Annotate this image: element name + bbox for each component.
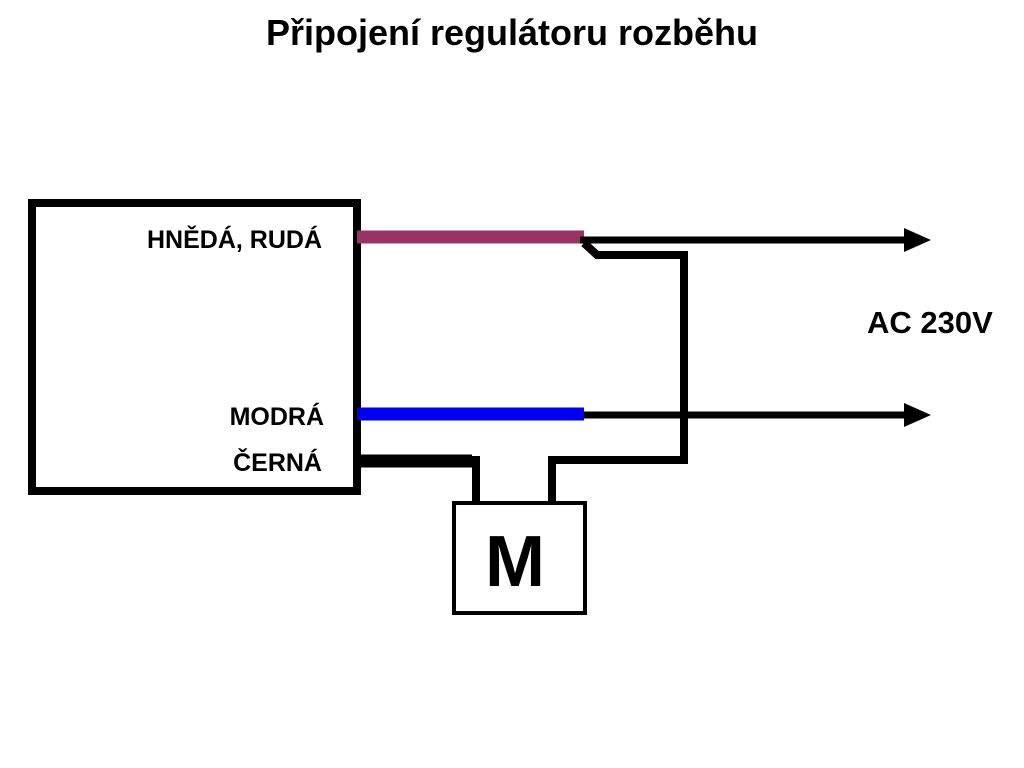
motor-box <box>452 501 587 615</box>
regulator-box <box>28 199 361 495</box>
supply-voltage-label: AC 230V <box>867 305 993 340</box>
ac-line-top-arrowhead-icon <box>904 228 931 252</box>
motor-label: M <box>485 522 545 602</box>
terminal-label-blue: MODRÁ <box>230 402 324 431</box>
page-title: Připojení regulátoru rozběhu <box>265 12 759 53</box>
ac-line-bottom-arrowhead-icon <box>904 403 931 427</box>
motor-branch-wire <box>548 240 688 502</box>
terminal-label-brown-red: HNĚDÁ, RUDÁ <box>147 224 322 254</box>
terminal-label-black: ČERNÁ <box>233 447 322 477</box>
